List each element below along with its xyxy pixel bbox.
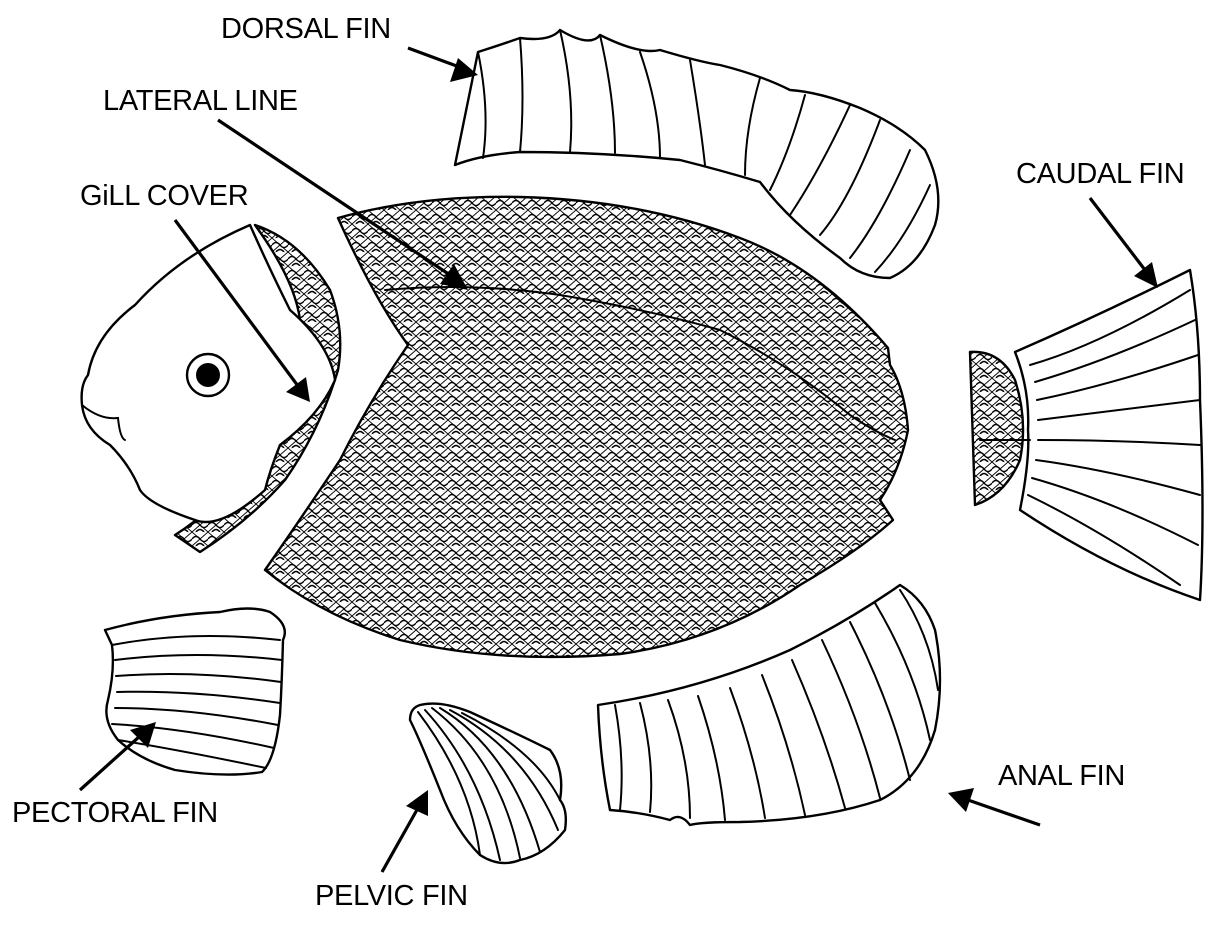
gill-cover-label: GiLL COVER xyxy=(80,180,248,212)
caudal-fin-arrowhead xyxy=(1134,262,1158,288)
anal-fin-label: ANAL FIN xyxy=(998,760,1125,792)
dorsal-fin-arrow xyxy=(408,48,462,68)
pectoral-fin-arrow xyxy=(80,736,140,790)
pelvic-fin xyxy=(410,704,566,864)
lateral-line-label: LATERAL LINE xyxy=(103,85,298,117)
caudal-fin-outline xyxy=(1015,270,1203,600)
body-scaled-area xyxy=(265,197,908,657)
eye-pupil xyxy=(196,363,220,387)
caudal-fin xyxy=(970,270,1203,600)
caudal-fin-arrow xyxy=(1090,198,1145,270)
pelvic-fin-arrow xyxy=(382,808,418,872)
pectoral-fin-label: PECTORAL FIN xyxy=(12,797,218,829)
fish-body xyxy=(265,197,908,657)
dorsal-fin-label: DORSAL FIN xyxy=(221,13,391,45)
pelvic-fin-label: PELVIC FIN xyxy=(315,880,468,912)
caudal-scaled-base xyxy=(970,352,1023,505)
anal-fin-arrow xyxy=(968,800,1040,825)
pectoral-fin xyxy=(105,609,285,775)
caudal-fin-label: CAUDAL FIN xyxy=(1016,158,1184,190)
